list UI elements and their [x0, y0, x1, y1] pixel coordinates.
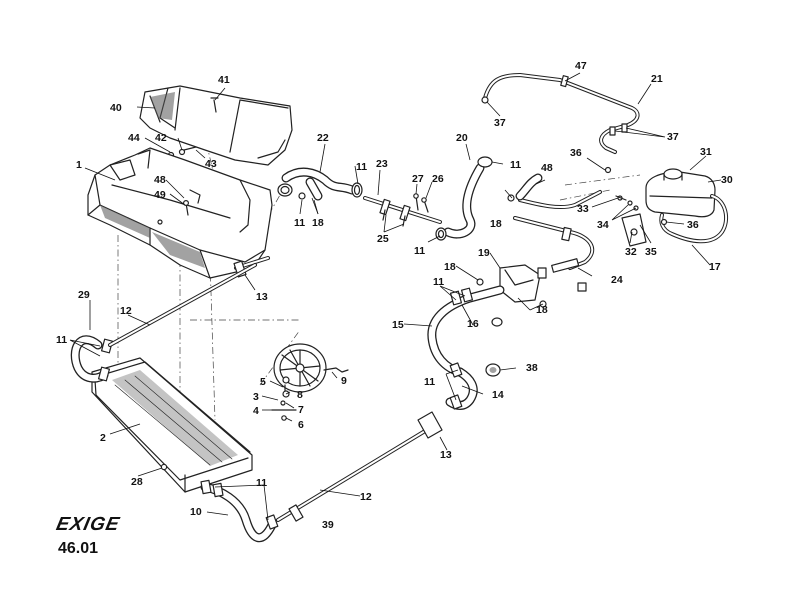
callout-11-hose-15: 11 — [433, 276, 444, 288]
brand-logo: EXIGE — [54, 514, 122, 535]
callout-11-hose-20-bottom: 11 — [414, 245, 425, 257]
bleed-pipe-21 — [481, 73, 640, 154]
callout-47: 47 — [575, 60, 587, 72]
callout-11-hose-20-top: 11 — [510, 159, 521, 171]
screw-48-49 — [183, 200, 190, 216]
callout-48-shroud: 48 — [154, 174, 166, 186]
callout-17: 17 — [709, 261, 721, 273]
callout-42: 42 — [155, 132, 167, 144]
callout-20: 20 — [456, 132, 468, 144]
callout-6: 6 — [298, 419, 304, 431]
callout-22: 22 — [317, 132, 329, 144]
radiator-core — [91, 357, 253, 493]
callout-13-lower: 13 — [440, 449, 452, 461]
thermostat-housing-19 — [476, 264, 547, 308]
callout-33: 33 — [577, 203, 589, 215]
callout-36-lower: 36 — [687, 219, 699, 231]
callout-36-upper: 36 — [570, 147, 582, 159]
callout-11-radiator-left: 11 — [56, 334, 67, 346]
coolant-pipe-12-upper — [108, 263, 257, 347]
callout-25: 25 — [377, 233, 389, 245]
callout-13-upper: 13 — [256, 291, 268, 303]
callout-4: 4 — [253, 405, 259, 417]
callout-18-hose-22: 18 — [312, 217, 324, 229]
callout-18-hose-48: 18 — [490, 218, 502, 230]
radiator-hose-29 — [70, 335, 114, 383]
callout-5: 5 — [260, 376, 266, 388]
callout-12-lower: 12 — [360, 491, 372, 503]
fixings-42-44 — [167, 146, 197, 159]
hose-20 — [435, 156, 493, 241]
callout-48-hose: 48 — [541, 162, 553, 174]
callout-18-thermostat-right: 18 — [536, 304, 548, 316]
callout-35: 35 — [645, 246, 657, 258]
callout-2: 2 — [100, 432, 106, 444]
bleed-screws-26-27 — [413, 193, 429, 213]
callout-16: 16 — [467, 318, 479, 330]
hose-clip-22 — [351, 182, 363, 198]
callout-10: 10 — [190, 506, 202, 518]
tank-hose-17 — [659, 194, 729, 244]
callout-15: 15 — [392, 319, 404, 331]
callout-39: 39 — [322, 519, 334, 531]
hose-22 — [277, 167, 357, 201]
callout-12-upper: 12 — [120, 305, 132, 317]
callout-43: 43 — [205, 158, 217, 170]
callout-40: 40 — [110, 102, 122, 114]
callout-23: 23 — [376, 158, 388, 170]
radiator-hose-10 — [200, 479, 279, 542]
coolant-pipe-23 — [363, 196, 442, 227]
callout-9: 9 — [341, 375, 347, 387]
callout-29: 29 — [78, 289, 90, 301]
callout-3: 3 — [253, 391, 259, 403]
tank-bracket-32 — [615, 195, 647, 247]
radiator-shroud — [87, 147, 273, 279]
hose-14 — [445, 362, 478, 410]
hose-15-16 — [427, 285, 505, 377]
callout-32: 32 — [625, 246, 637, 258]
callout-34: 34 — [597, 219, 609, 231]
callout-37-left: 37 — [494, 117, 506, 129]
callout-37-right: 37 — [667, 131, 679, 143]
callout-21: 21 — [651, 73, 663, 85]
callout-11-radiator-bottom: 11 — [256, 477, 267, 489]
callout-19: 19 — [478, 247, 490, 259]
hose-24 — [513, 190, 602, 292]
cap-38 — [485, 363, 501, 377]
callout-18-thermostat-left: 18 — [444, 261, 456, 273]
callout-24: 24 — [611, 274, 623, 286]
callout-8: 8 — [297, 389, 303, 401]
coolant-pipe-12-lower — [276, 426, 432, 522]
pipe-bracket-13 — [417, 411, 443, 439]
drain-plug-28 — [160, 463, 168, 471]
expansion-tank-30 — [645, 168, 716, 218]
callout-11-hose-22: 11 — [294, 217, 305, 229]
callout-28: 28 — [131, 476, 143, 488]
exige-logo-text: EXIGE — [54, 514, 122, 535]
callout-11-hose-14: 11 — [424, 376, 435, 388]
callout-41: 41 — [218, 74, 230, 86]
callout-11-hose-23: 11 — [356, 161, 367, 173]
callout-labels: 1 2 3 4 5 6 7 8 9 10 11 11 11 11 11 11 1… — [56, 60, 733, 531]
page-number: 46.01 — [58, 540, 98, 557]
leader-lines — [69, 72, 722, 521]
callout-26: 26 — [432, 173, 444, 185]
callout-30: 30 — [721, 174, 733, 186]
callout-44: 44 — [128, 132, 140, 144]
callout-38: 38 — [526, 362, 538, 374]
callout-49: 49 — [154, 189, 166, 201]
callout-14: 14 — [492, 389, 504, 401]
hose-elbow-48 — [507, 173, 543, 202]
callout-7: 7 — [298, 404, 304, 416]
callout-31: 31 — [700, 146, 712, 158]
callout-27: 27 — [412, 173, 424, 185]
upper-air-duct — [139, 85, 293, 166]
callout-1: 1 — [76, 159, 82, 171]
